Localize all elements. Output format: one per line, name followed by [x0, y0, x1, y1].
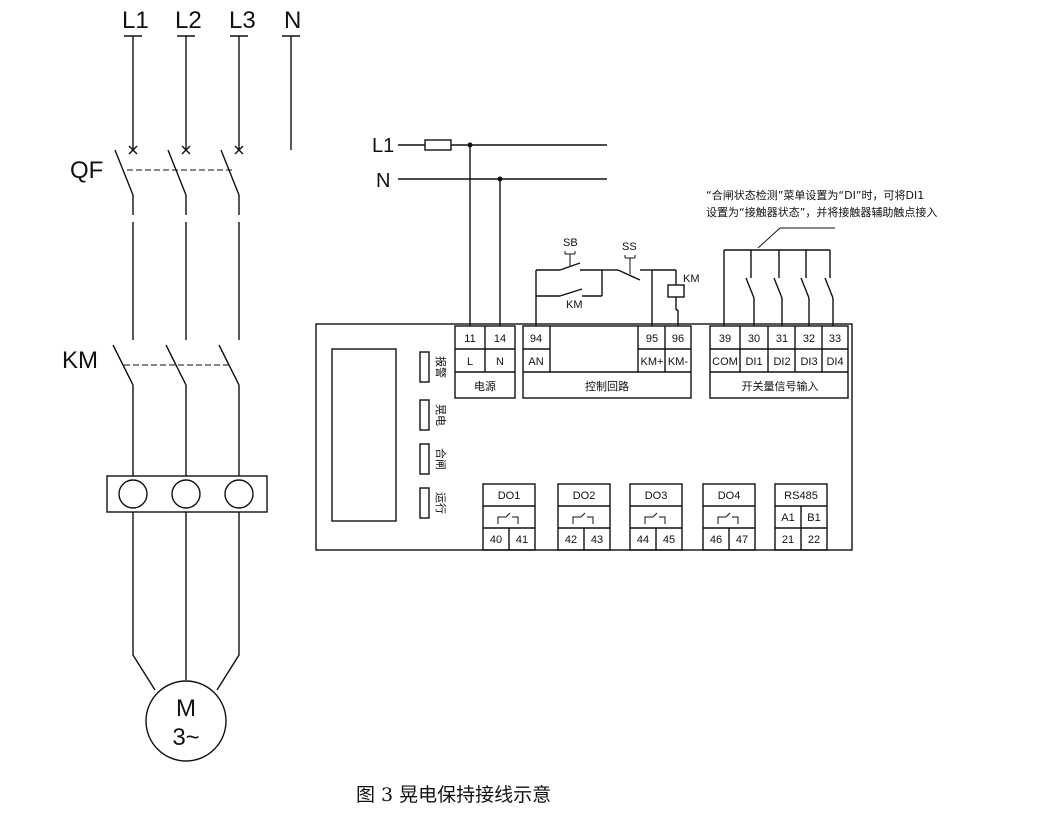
do2-label: DO2 [573, 490, 596, 502]
terminal-46: 46 [710, 534, 722, 546]
km-coil [667, 284, 685, 298]
terminal-name-an: AN [528, 356, 543, 368]
line-label-l3: L3 [229, 7, 256, 34]
motor-label: M [176, 695, 196, 722]
qf-label: QF [70, 157, 103, 184]
terminal-94: 94 [530, 333, 542, 345]
note-line-1: “合闸状态检测”菜单设置为“DI”时，可将DI1 [706, 188, 924, 202]
terminal-14: 14 [494, 333, 506, 345]
note-line-2: 设置为“接触器状态”，并将接触器辅助触点接入 [706, 205, 937, 219]
ss-label: SS [622, 241, 637, 253]
terminal-42: 42 [565, 534, 577, 546]
line-label-l1: L1 [122, 7, 149, 34]
terminal-name-di1: DI1 [745, 356, 762, 368]
rs485-pin-a1: A1 [781, 512, 794, 524]
terminal-40: 40 [490, 534, 502, 546]
indicator-run-label: 运行 [434, 492, 447, 514]
terminal-96: 96 [672, 333, 684, 345]
km-contactor [112, 344, 240, 386]
motor: M 3~ [145, 680, 227, 762]
terminal-39: 39 [719, 333, 731, 345]
terminal-44: 44 [637, 534, 649, 546]
terminal-95: 95 [646, 333, 658, 345]
line-label-l2: L2 [175, 7, 202, 34]
terminal-name-di3: DI3 [800, 356, 817, 368]
indicator-closed-label: 合闸 [434, 448, 448, 470]
relay-output-do4: DO4 46 47 [702, 483, 756, 551]
protector-supply: L1 N [372, 135, 607, 326]
main-circuit: L1 L2 L3 N QF [62, 7, 301, 762]
input-terminal-block: 39 30 31 32 33 COM DI1 DI2 DI3 DI4 开关量信号… [709, 325, 849, 399]
control-terminal-block: 94 95 96 AN KM+ KM- 控制回路 [522, 325, 692, 399]
rs485-label: RS485 [784, 490, 818, 502]
indicator-alarm-label: 报警 [434, 356, 448, 378]
supply-label-n: N [376, 170, 390, 192]
do4-label: DO4 [718, 490, 741, 502]
note-leader [757, 227, 835, 249]
km-aux-label: KM [566, 299, 583, 311]
terminal-30: 30 [748, 333, 760, 345]
indicator-sag-label: 晃电 [434, 404, 447, 426]
breaker-trip-marks [128, 145, 244, 155]
indicator-panel: 报警 晃电 合闸 运行 [419, 351, 448, 519]
qf-breaker [114, 149, 240, 215]
terminal-32: 32 [803, 333, 815, 345]
terminal-name-n: N [496, 356, 504, 368]
protector-device: 报警 晃电 合闸 运行 11 14 L N 电源 94 95 [315, 323, 853, 551]
km-label: KM [62, 347, 98, 374]
terminal-22: 22 [808, 534, 820, 546]
display-window [331, 348, 397, 522]
figure-caption: 图 3 晃电保持接线示意 [356, 784, 551, 806]
terminal-name-di2: DI2 [773, 356, 790, 368]
control-block-label: 控制回路 [585, 379, 629, 393]
relay-output-do3: DO3 44 45 [629, 483, 683, 551]
terminal-name-km-minus: KM- [668, 356, 689, 368]
rs485-port: RS485 A1 B1 21 22 [774, 483, 828, 551]
supply-label-l1: L1 [372, 135, 394, 157]
terminal-name-com: COM [712, 356, 738, 368]
terminal-43: 43 [591, 534, 603, 546]
terminal-41: 41 [516, 534, 528, 546]
terminal-31: 31 [776, 333, 788, 345]
sb-label: SB [563, 237, 578, 249]
power-block-label: 电源 [474, 379, 496, 393]
terminal-33: 33 [829, 333, 841, 345]
control-circuit: SB SS KM KM [535, 237, 700, 326]
motor-phase-label: 3~ [172, 724, 199, 751]
terminal-47: 47 [736, 534, 748, 546]
do1-label: DO1 [498, 490, 521, 502]
relay-output-do2: DO2 42 43 [557, 483, 611, 551]
relay-output-do1: DO1 40 41 [482, 483, 536, 551]
input-block-label: 开关量信号输入 [742, 379, 819, 393]
fuse [424, 139, 452, 151]
note: “合闸状态检测”菜单设置为“DI”时，可将DI1 设置为“接触器状态”，并将接触… [706, 188, 937, 249]
line-label-n: N [284, 7, 301, 34]
terminal-name-l: L [467, 356, 473, 368]
power-terminal-block: 11 14 L N 电源 [454, 325, 516, 399]
km-coil-label: KM [683, 273, 700, 285]
terminal-45: 45 [663, 534, 675, 546]
do3-label: DO3 [645, 490, 668, 502]
current-transformer [106, 475, 268, 513]
terminal-11: 11 [464, 333, 475, 345]
terminal-21: 21 [782, 534, 794, 546]
rs485-pin-b1: B1 [807, 512, 820, 524]
terminal-name-di4: DI4 [826, 356, 843, 368]
di-input-contacts [723, 249, 834, 326]
terminal-name-km-plus: KM+ [641, 356, 664, 368]
